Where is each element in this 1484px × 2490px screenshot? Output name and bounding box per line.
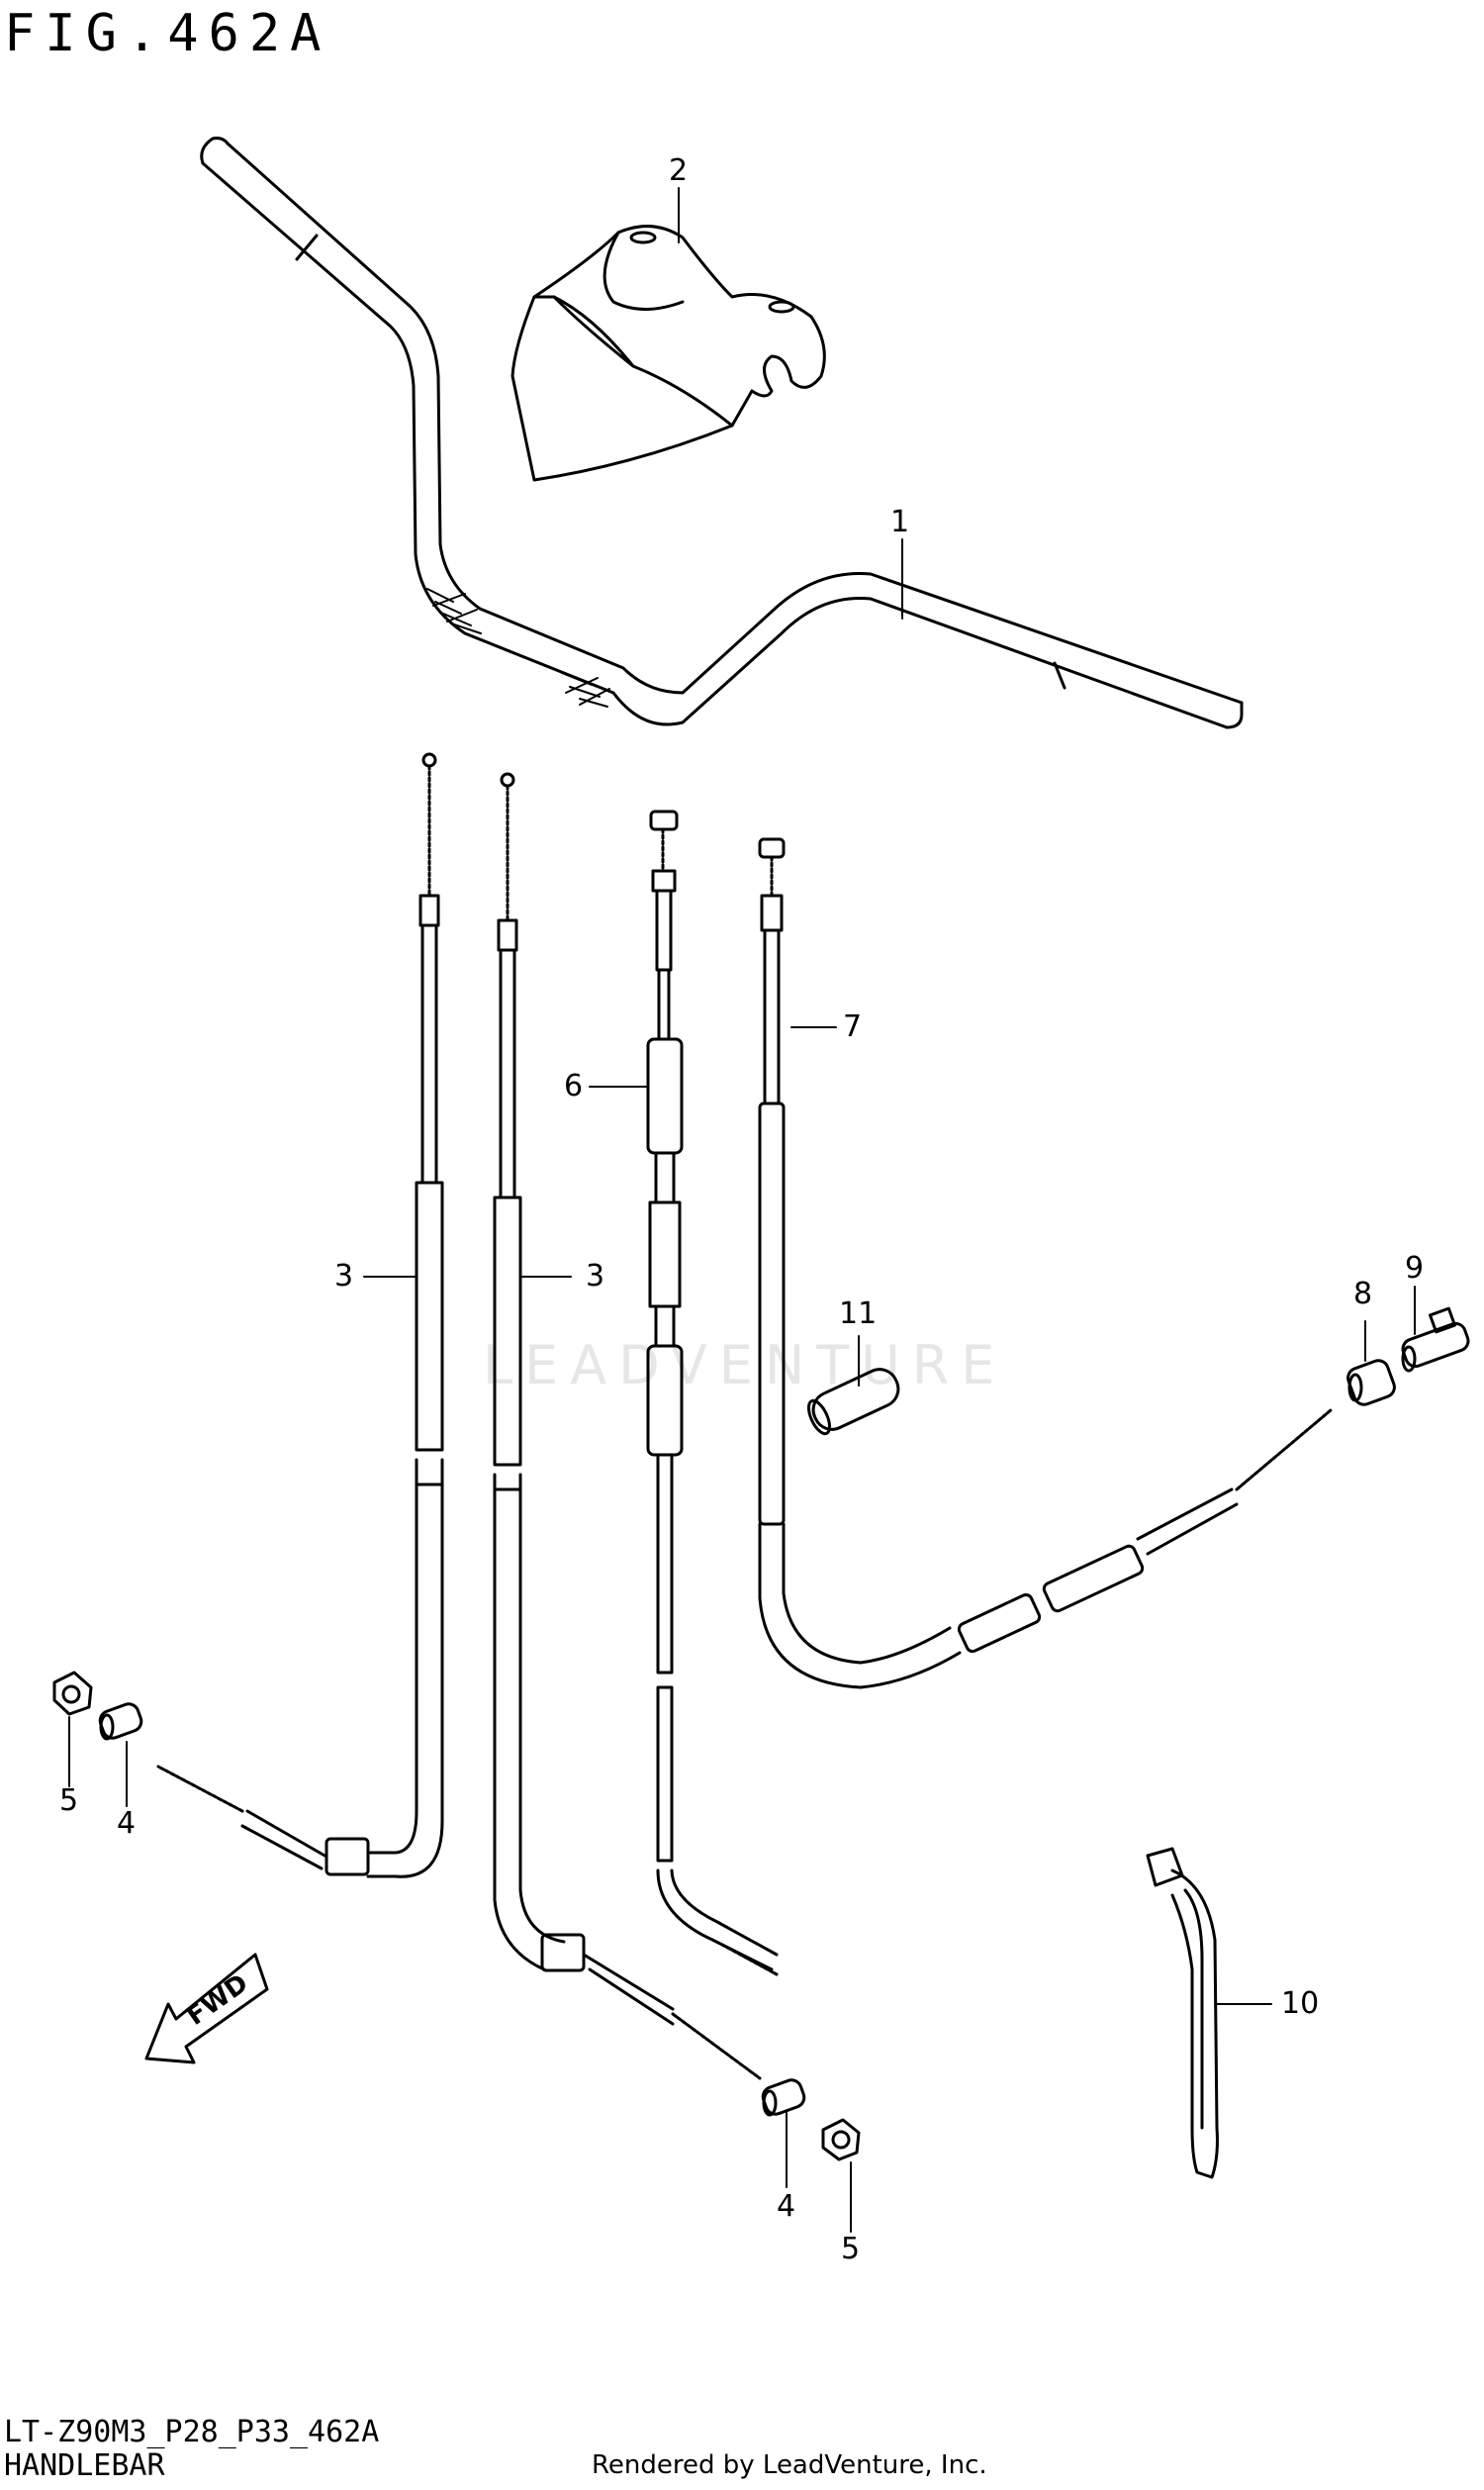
callout-6[interactable]: 6 <box>564 1069 584 1103</box>
callout-10[interactable]: 10 <box>1281 1986 1320 2021</box>
adjuster-nut-left-part[interactable] <box>52 1671 93 1716</box>
adjuster-nut-right-part[interactable] <box>821 2118 861 2161</box>
callout-8[interactable]: 8 <box>1353 1277 1373 1311</box>
brake-cable-left-part[interactable] <box>156 752 444 1878</box>
callout-4-right[interactable]: 4 <box>777 2189 796 2224</box>
callout-3-right[interactable]: 3 <box>586 1259 605 1293</box>
callout-9[interactable]: 9 <box>1405 1251 1425 1286</box>
callout-11[interactable]: 11 <box>839 1296 878 1331</box>
callout-4-left[interactable]: 4 <box>117 1806 137 1841</box>
cable-protector-part[interactable] <box>804 1364 904 1437</box>
callout-5-left[interactable]: 5 <box>59 1783 79 1818</box>
handlebar-part[interactable] <box>200 137 1244 729</box>
handlebar-cover-part[interactable] <box>510 225 826 482</box>
choke-cable-part[interactable] <box>646 810 779 1976</box>
callout-1[interactable]: 1 <box>890 505 910 539</box>
adjuster-joint-left-part[interactable] <box>97 1701 143 1741</box>
model-code: LT-Z90M3_P28_P33_462A <box>4 2415 380 2449</box>
callout-3-left[interactable]: 3 <box>334 1259 354 1293</box>
callout-2[interactable]: 2 <box>669 153 689 188</box>
fwd-arrow-icon <box>144 1953 269 2064</box>
adjuster-joint-right-part[interactable] <box>760 2077 806 2117</box>
credit-text: Rendered by LeadVenture, Inc. <box>592 2450 987 2480</box>
cable-clamp-part[interactable] <box>1146 1847 1219 2179</box>
cable-joint-part[interactable] <box>1345 1358 1397 1407</box>
cable-end-part[interactable] <box>1400 1306 1471 1373</box>
section-name: HANDLEBAR <box>4 2448 165 2483</box>
callout-7[interactable]: 7 <box>843 1009 863 1044</box>
watermark-text: LEADVENTURE <box>483 1334 1007 1396</box>
brake-cable-right-part[interactable] <box>493 772 762 2080</box>
throttle-cable-part[interactable] <box>758 837 1333 1689</box>
figure-title: FIG.462A <box>4 4 331 63</box>
callout-5-right[interactable]: 5 <box>841 2232 861 2266</box>
